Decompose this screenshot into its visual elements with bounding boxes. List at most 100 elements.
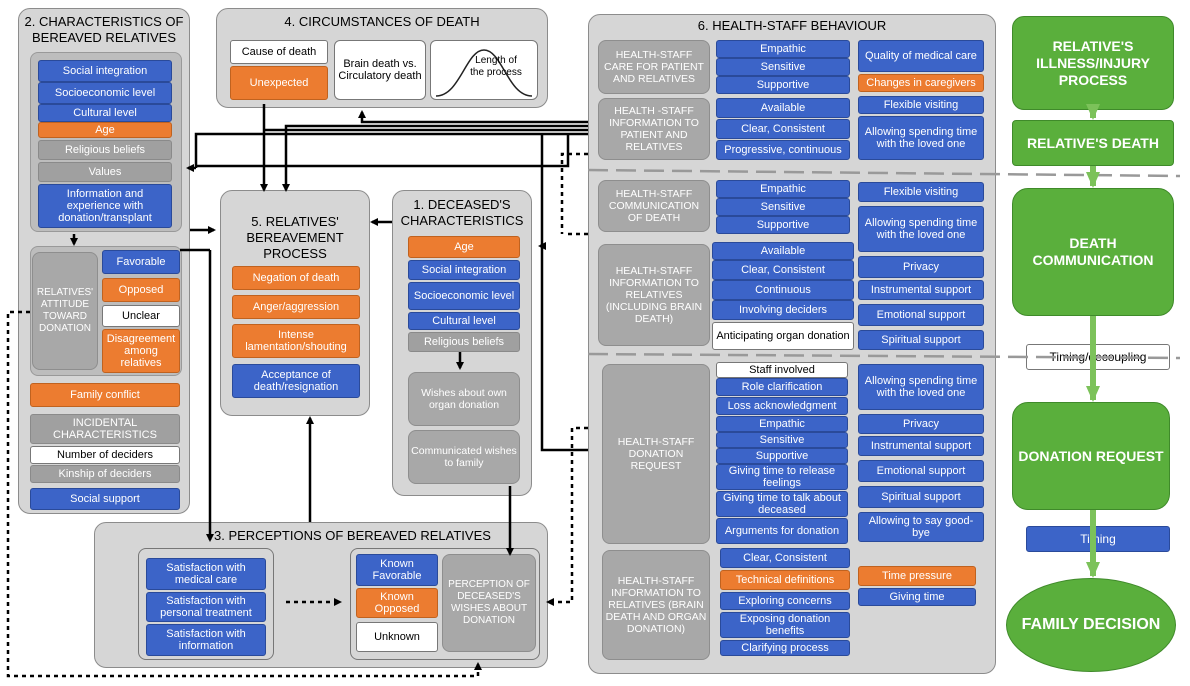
info3-label: HEALTH-STAFF INFORMATION TO RELATIVES (B… bbox=[602, 550, 710, 660]
satisfaction-medical-care: Satisfaction with medical care bbox=[146, 558, 266, 590]
family-conflict: Family conflict bbox=[30, 383, 180, 407]
info1-flexible-visiting: Flexible visiting bbox=[858, 96, 984, 114]
deceased-socioeconomic-level: Socioeconomic level bbox=[408, 282, 520, 310]
info3-clear: Clear, Consistent bbox=[720, 548, 850, 568]
req-giving-time-talk: Giving time to talk about deceased bbox=[716, 491, 848, 517]
anger-aggression: Anger/aggression bbox=[232, 295, 360, 319]
req-allowing-time: Allowing spending time with the loved on… bbox=[858, 364, 984, 410]
req-loss-acknowledgment: Loss acknowledgment bbox=[716, 397, 848, 415]
info1-clear: Clear, Consistent bbox=[716, 119, 850, 139]
care-empathic: Empathic bbox=[716, 40, 850, 58]
family-decision: FAMILY DECISION bbox=[1006, 578, 1176, 672]
info2-instrumental-support: Instrumental support bbox=[858, 280, 984, 300]
deceased-social-integration: Social integration bbox=[408, 260, 520, 280]
attitude-unclear: Unclear bbox=[102, 305, 180, 327]
req-sensitive: Sensitive bbox=[716, 432, 848, 448]
info2-emotional-support: Emotional support bbox=[858, 304, 984, 326]
attitude-favorable: Favorable bbox=[102, 250, 180, 274]
relatives-death: RELATIVE'S DEATH bbox=[1012, 120, 1174, 166]
wishes-own-donation: Wishes about own organ donation bbox=[408, 372, 520, 426]
care-supportive: Supportive bbox=[716, 76, 850, 94]
req-emotional-support: Emotional support bbox=[858, 460, 984, 482]
incidental-characteristics: INCIDENTAL CHARACTERISTICS bbox=[30, 414, 180, 444]
req-empathic: Empathic bbox=[716, 416, 848, 432]
care-sensitive: Sensitive bbox=[716, 58, 850, 76]
unexpected: Unexpected bbox=[230, 66, 328, 100]
info2-available: Available bbox=[712, 242, 854, 260]
info2-clear: Clear, Consistent bbox=[712, 260, 854, 280]
changes-in-caregivers: Changes in caregivers bbox=[858, 74, 984, 92]
panel-title: 1. DECEASED'S CHARACTERISTICS bbox=[400, 197, 524, 228]
info1-allowing-time: Allowing spending time with the loved on… bbox=[858, 116, 984, 160]
info2-spiritual-support: Spiritual support bbox=[858, 330, 984, 350]
info2-involving-deciders: Involving deciders bbox=[712, 300, 854, 320]
number-of-deciders: Number of deciders bbox=[30, 446, 180, 464]
req-arguments: Arguments for donation bbox=[716, 518, 848, 544]
item-social-integration: Social integration bbox=[38, 60, 172, 82]
item-cultural-level: Cultural level bbox=[38, 104, 172, 122]
req-instrumental-support: Instrumental support bbox=[858, 436, 984, 456]
info2-continuous: Continuous bbox=[712, 280, 854, 300]
comm-label: HEALTH-STAFF COMMUNICATION OF DEATH bbox=[598, 180, 710, 232]
acceptance-of-death: Acceptance of death/resignation bbox=[232, 364, 360, 398]
satisfaction-group bbox=[138, 548, 274, 660]
req-role-clarification: Role clarification bbox=[716, 378, 848, 396]
info2-label: HEALTH-STAFF INFORMATION TO RELATIVES (I… bbox=[598, 244, 710, 346]
communicated-wishes: Communicated wishes to family bbox=[408, 430, 520, 484]
info3-giving-time: Giving time bbox=[858, 588, 976, 606]
timing: Timing bbox=[1026, 526, 1170, 552]
length-of-process-label: Length of the process bbox=[470, 55, 522, 78]
req-allowing-goodbye: Allowing to say good-bye bbox=[858, 512, 984, 542]
panel-title: 3. PERCEPTIONS OF BEREAVED RELATIVES bbox=[214, 528, 491, 543]
attitude-opposed: Opposed bbox=[102, 278, 180, 302]
bell-curve-icon bbox=[435, 49, 533, 97]
req-giving-time-release: Giving time to release feelings bbox=[716, 464, 848, 490]
panel-title: 5. RELATIVES' BEREAVEMENT PROCESS bbox=[246, 214, 344, 261]
deceased-religious-beliefs: Religious beliefs bbox=[408, 332, 520, 352]
perception-group bbox=[350, 548, 540, 660]
info3-exposing-benefits: Exposing donation benefits bbox=[720, 612, 850, 638]
deceased-cultural-level: Cultural level bbox=[408, 312, 520, 330]
comm-sensitive: Sensitive bbox=[716, 198, 850, 216]
info2-privacy: Privacy bbox=[858, 256, 984, 278]
satisfaction-information: Satisfaction with information bbox=[146, 624, 266, 656]
comm-empathic: Empathic bbox=[716, 180, 850, 198]
item-age: Age bbox=[38, 122, 172, 138]
quality-of-medical-care: Quality of medical care bbox=[858, 40, 984, 72]
illness-process: RELATIVE'S ILLNESS/INJURY PROCESS bbox=[1012, 16, 1174, 110]
perception-of-wishes: PERCEPTION OF DECEASED'S WISHES ABOUT DO… bbox=[442, 554, 536, 652]
donation-request: DONATION REQUEST bbox=[1012, 402, 1170, 510]
social-support: Social support bbox=[30, 488, 180, 510]
care-label: HEALTH-STAFF CARE FOR PATIENT AND RELATI… bbox=[598, 40, 710, 94]
panel-title: 6. HEALTH-STAFF BEHAVIOUR bbox=[697, 18, 887, 33]
req-spiritual-support: Spiritual support bbox=[858, 486, 984, 508]
info3-technical-definitions: Technical definitions bbox=[720, 570, 850, 590]
req-staff-involved: Staff involved bbox=[716, 362, 848, 378]
comm-supportive: Supportive bbox=[716, 216, 850, 234]
panel-title: 4. CIRCUMSTANCES OF DEATH bbox=[284, 14, 480, 29]
comm-allowing-time: Allowing spending time with the loved on… bbox=[858, 206, 984, 252]
info1-available: Available bbox=[716, 98, 850, 118]
req-supportive: Supportive bbox=[716, 448, 848, 464]
request-label: HEALTH-STAFF DONATION REQUEST bbox=[602, 364, 710, 544]
negation-of-death: Negation of death bbox=[232, 266, 360, 290]
item-socioeconomic-level: Socioeconomic level bbox=[38, 82, 172, 104]
attitude-disagreement: Disagreement among relatives bbox=[102, 329, 180, 373]
info1-label: HEALTH -STAFF INFORMATION TO PATIENT AND… bbox=[598, 98, 710, 160]
unknown: Unknown bbox=[356, 622, 438, 652]
info3-time-pressure: Time pressure bbox=[858, 566, 976, 586]
req-privacy: Privacy bbox=[858, 414, 984, 434]
info2-anticipating-donation: Anticipating organ donation bbox=[712, 322, 854, 350]
panel-title: 2. CHARACTERISTICS OF BEREAVED RELATIVES bbox=[24, 14, 184, 45]
deceased-age: Age bbox=[408, 236, 520, 258]
intense-lamentation: Intense lamentation/shouting bbox=[232, 324, 360, 358]
info1-progressive: Progressive, continuous bbox=[716, 140, 850, 160]
known-favorable: Known Favorable bbox=[356, 554, 438, 586]
item-religious-beliefs: Religious beliefs bbox=[38, 140, 172, 160]
known-opposed: Known Opposed bbox=[356, 588, 438, 618]
item-information-experience: Information and experience with donation… bbox=[38, 184, 172, 228]
attitude-toward-donation: RELATIVES' ATTITUDE TOWARD DONATION bbox=[32, 252, 98, 370]
info3-clarifying-process: Clarifying process bbox=[720, 640, 850, 656]
item-values: Values bbox=[38, 162, 172, 182]
